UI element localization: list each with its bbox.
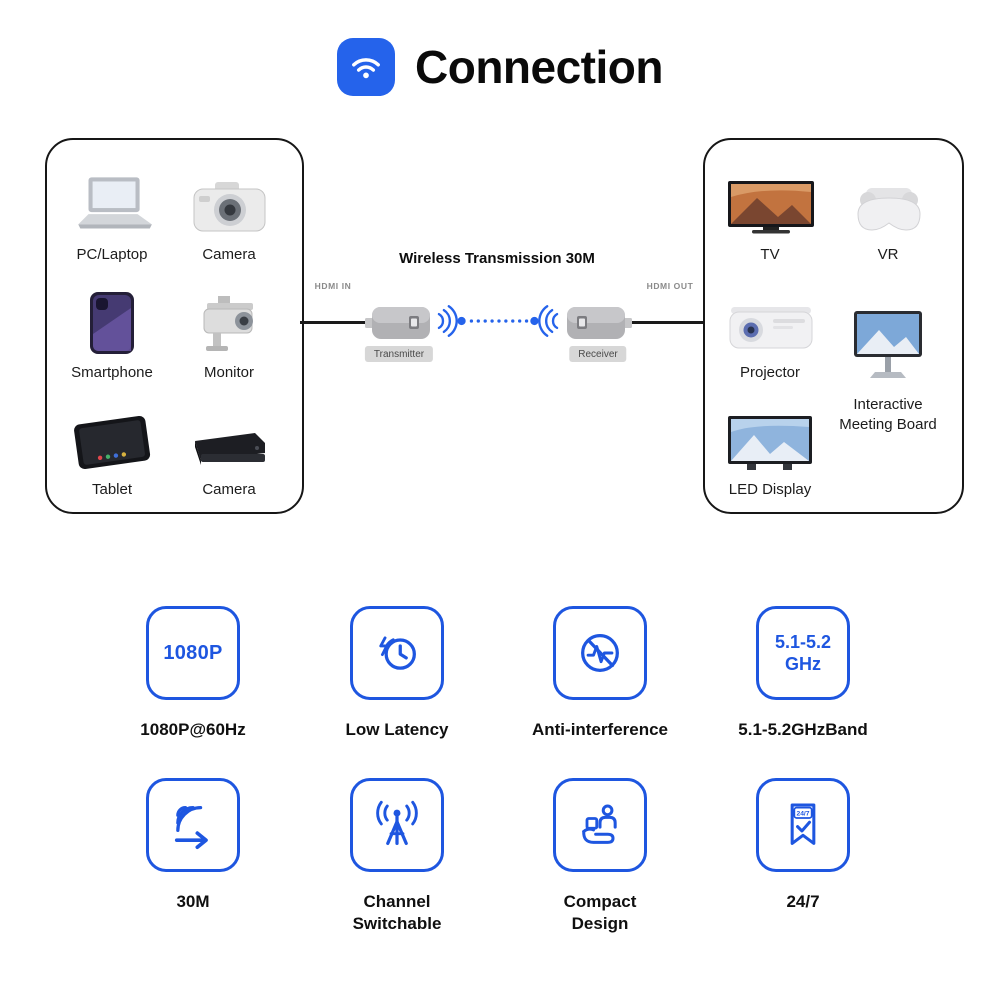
- badge-text-line2: GHz: [785, 654, 821, 674]
- device-label: Camera: [202, 246, 256, 263]
- device-label: VR: [877, 246, 899, 263]
- antenna-icon: [350, 778, 444, 872]
- feature-label: Anti-interference: [531, 720, 669, 739]
- wireless-signal-icon: [434, 301, 562, 346]
- feature-low-latency: Low Latency: [287, 606, 507, 741]
- surveillance-camera-icon: [187, 276, 272, 356]
- feature-channel-switchable: Channel Switchable: [287, 778, 507, 935]
- device-tablet: Tablet: [42, 393, 182, 500]
- device-monitor: Monitor: [159, 276, 299, 383]
- hdmi-out-label: HDMI OUT: [646, 281, 694, 291]
- device-vr: VR: [818, 158, 958, 265]
- device-label: Tablet: [91, 481, 133, 498]
- device-camera-box: Camera: [159, 393, 299, 500]
- device-label: PC/Laptop: [76, 246, 148, 263]
- wireless-transmission-title: Wireless Transmission 30M: [399, 250, 595, 267]
- feature-anti-interference: Anti-interference: [490, 606, 710, 741]
- clock-lightning-icon: [350, 606, 444, 700]
- device-meeting-board: Interactive Meeting Board: [818, 308, 958, 436]
- header: Connection: [0, 38, 1000, 96]
- camera-box-icon: [185, 393, 273, 473]
- tablet-icon: [68, 393, 156, 473]
- hdmi-in-cable: [300, 321, 366, 324]
- feature-24-7: 24/7 24/7: [693, 778, 913, 913]
- device-tv: TV: [700, 158, 840, 265]
- feature-compact-design: Compact Design: [490, 778, 710, 935]
- page-title: Connection: [415, 41, 663, 93]
- transmitter-label: Transmitter: [364, 346, 434, 362]
- device-label: Camera: [202, 481, 256, 498]
- device-label: LED Display: [728, 481, 812, 498]
- meeting-board-icon: [848, 308, 928, 388]
- smartphone-icon: [83, 276, 141, 356]
- transmitter-device: [364, 302, 434, 349]
- device-label: Projector: [739, 364, 801, 381]
- device-label: Monitor: [203, 364, 255, 381]
- device-label: TV: [760, 246, 780, 263]
- ribbon-check-icon: 24/7: [756, 778, 850, 872]
- device-projector: Projector: [700, 276, 840, 383]
- receiver-device: [563, 302, 633, 349]
- feature-30m: 30M: [83, 778, 303, 913]
- device-led-display: LED Display: [700, 393, 840, 500]
- feature-label: 1080P@60Hz: [140, 720, 246, 739]
- hdmi-in-label: HDMI IN: [314, 281, 352, 291]
- device-smartphone: Smartphone: [42, 276, 182, 383]
- led-display-icon: [725, 393, 815, 473]
- hdmi-out-cable: [631, 321, 705, 324]
- tv-icon: [723, 158, 818, 238]
- device-label: Smartphone: [71, 364, 153, 381]
- badge-text-line1: 5.1-5.2: [774, 631, 832, 652]
- compact-design-icon: [553, 778, 647, 872]
- anti-interference-icon: [553, 606, 647, 700]
- vr-headset-icon: [846, 158, 931, 238]
- feature-1080p: 1080P 1080P@60Hz: [83, 606, 303, 741]
- wifi-icon: [337, 38, 395, 96]
- device-camera: Camera: [159, 158, 299, 265]
- device-pc-laptop: PC/Laptop: [42, 158, 182, 265]
- feature-label: 5.1-5.2GHzBand: [738, 720, 868, 739]
- feature-label: 30M: [176, 892, 210, 911]
- receiver-label: Receiver: [569, 346, 627, 362]
- projector-icon: [723, 276, 818, 356]
- feature-label: Low Latency: [345, 720, 449, 739]
- badge-text: 24/7: [796, 811, 809, 818]
- feature-label: Channel Switchable: [352, 892, 442, 934]
- laptop-icon: [66, 158, 158, 238]
- mirrorless-camera-icon: [187, 158, 272, 238]
- resolution-badge: 1080P: [146, 606, 240, 700]
- feature-label: Compact Design: [563, 892, 637, 934]
- device-label: Interactive Meeting Board: [839, 396, 937, 434]
- badge-text: 1080P: [163, 641, 223, 664]
- frequency-badge: 5.1-5.2 GHz: [756, 606, 850, 700]
- distance-signal-icon: [146, 778, 240, 872]
- feature-label: 24/7: [786, 892, 820, 911]
- feature-frequency-band: 5.1-5.2 GHz 5.1-5.2GHzBand: [693, 606, 913, 741]
